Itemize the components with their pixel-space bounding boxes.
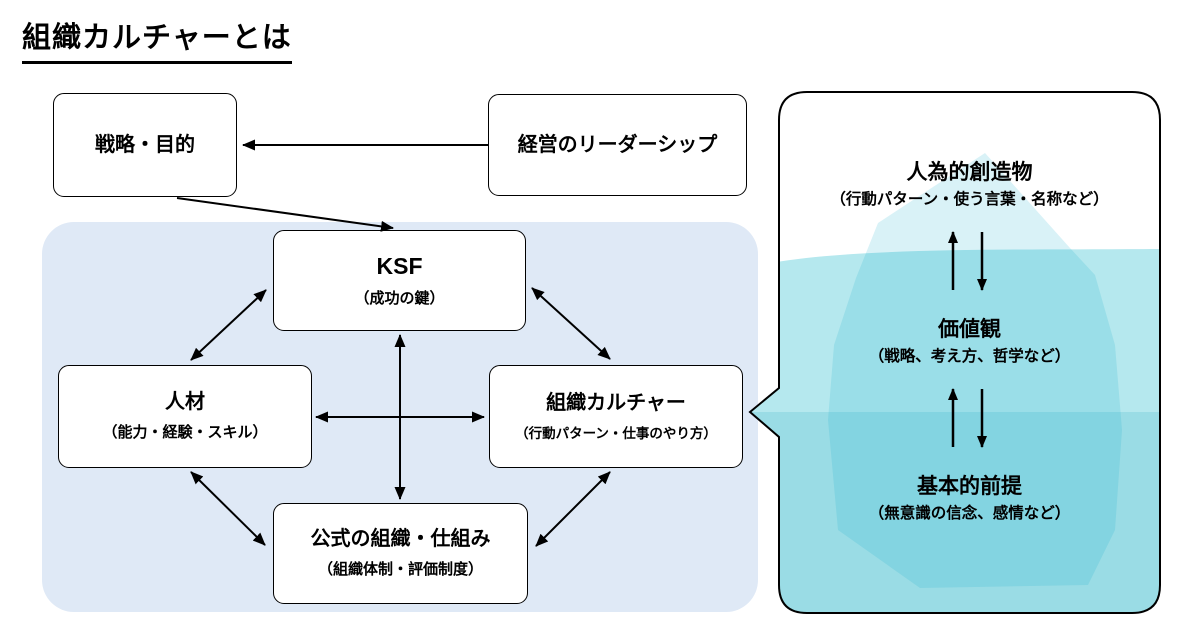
formal-org-box: 公式の組織・仕組み （組織体制・評価制度） — [273, 503, 528, 604]
level1-level2-arrows — [948, 231, 987, 291]
strategy-box: 戦略・目的 — [53, 93, 237, 197]
formal-org-box-title: 公式の組織・仕組み — [310, 528, 491, 550]
talent-box-title: 人材 — [165, 391, 205, 413]
iceberg-panel-graphic — [748, 91, 1161, 614]
culture-box-title: 組織カルチャー — [546, 391, 686, 414]
ksf-box: KSF （成功の鍵） — [273, 230, 526, 331]
level2-level3-arrows — [948, 388, 987, 448]
page-title: 組織カルチャーとは — [22, 14, 292, 64]
iceberg-shape — [828, 153, 1122, 588]
iceberg-panel-border — [748, 91, 1161, 614]
iceberg-level3-subtitle: （無意識の信念、感情など） — [868, 505, 1071, 522]
culture-box: 組織カルチャー （行動パターン・仕事のやり方） — [489, 365, 743, 468]
formal-org-box-subtitle: （組織体制・評価制度） — [317, 561, 483, 578]
iceberg-level3-title: 基本的前提 — [917, 475, 1022, 498]
deep-water-layer — [750, 412, 1160, 613]
talent-box-subtitle: （能力・経験・スキル） — [102, 424, 268, 441]
ksf-box-subtitle: （成功の鍵） — [354, 289, 445, 307]
leadership-box-label: 経営のリーダーシップ — [517, 133, 718, 156]
iceberg-level2-subtitle: （戦略、考え方、哲学など） — [868, 348, 1071, 365]
ksf-box-title: KSF — [376, 253, 423, 280]
culture-box-subtitle: （行動パターン・仕事のやり方） — [515, 425, 717, 441]
leadership-box: 経営のリーダーシップ — [488, 94, 747, 196]
iceberg-level1-subtitle: （行動パターン・使う言葉・名称など） — [830, 191, 1109, 208]
talent-box: 人材 （能力・経験・スキル） — [58, 365, 312, 468]
iceberg-level1-title: 人為的創造物 — [906, 161, 1033, 184]
strategy-box-label: 戦略・目的 — [95, 133, 195, 156]
iceberg-level2-title: 価値観 — [938, 318, 1001, 341]
